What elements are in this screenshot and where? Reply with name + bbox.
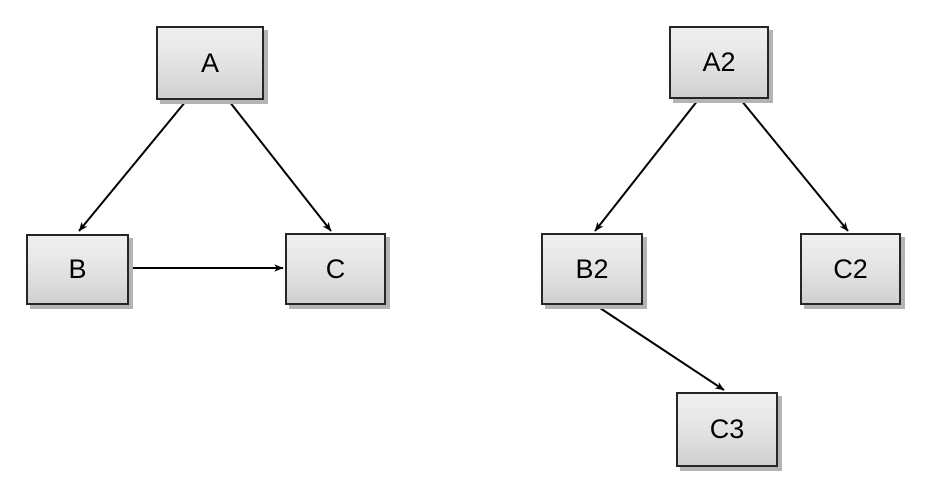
node-label-a2: A2 [702,47,736,77]
edge-a2-to-b2 [594,99,699,232]
node-c3[interactable]: C3 [676,392,778,467]
edge-b2-to-c3 [596,305,725,391]
node-a[interactable]: A [156,26,264,100]
node-b2[interactable]: B2 [541,233,643,305]
edge-a2-to-c2 [740,99,849,232]
node-label-c: C [325,253,346,284]
node-label-c2: C2 [833,253,868,284]
edges-group [78,99,849,391]
node-label-a: A [200,47,219,78]
node-c2[interactable]: C2 [800,233,901,305]
node-c[interactable]: C [285,233,386,305]
node-b[interactable]: B [26,234,129,305]
node-a2[interactable]: A2 [669,26,769,99]
node-label-b: B [68,254,87,284]
edge-a-to-b [78,100,187,232]
edge-a-to-c [228,100,332,232]
node-label-b2: B2 [575,253,609,284]
node-label-c3: C3 [709,414,745,444]
